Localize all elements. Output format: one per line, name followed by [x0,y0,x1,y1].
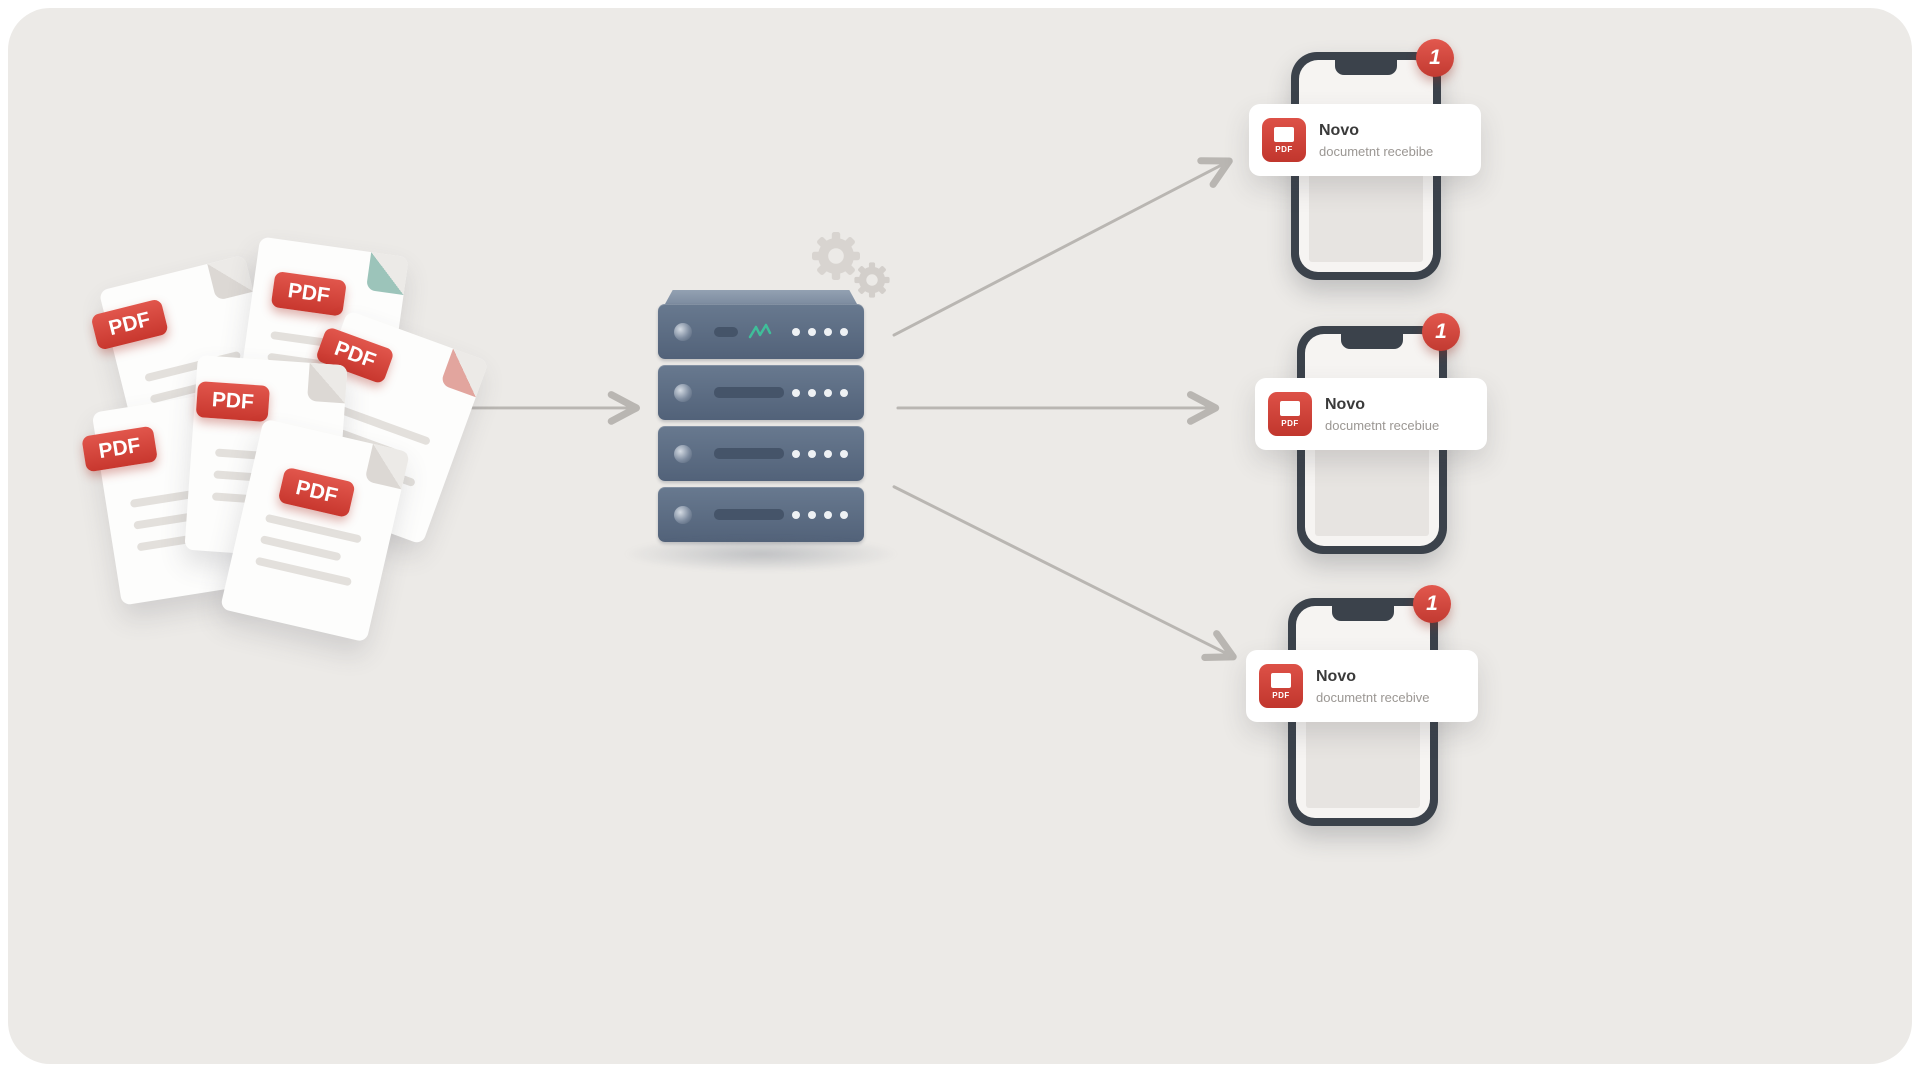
text-line [259,535,342,562]
notification-card: PDF Novo documetnt recebive [1246,650,1478,722]
pdf-file-icon: PDF [1268,392,1312,436]
screen-placeholder [1309,170,1423,262]
activity-icon [748,323,772,338]
phone-2: 1 PDF Novo documetnt recebiue [1255,313,1487,554]
server-shadow [622,536,900,572]
led-dots [792,449,848,458]
power-knob [674,383,692,402]
notification-count-badge: 1 [1422,313,1460,351]
phone-notch [1335,60,1397,75]
server-unit [658,365,864,420]
notification-card: PDF Novo documetnt recebibe [1249,104,1481,176]
server-unit [658,487,864,542]
gear-icon [812,232,860,280]
server-unit [658,426,864,481]
pdf-file-icon: PDF [1262,118,1306,162]
notification-title: Novo [1325,396,1365,414]
led-dots [792,510,848,519]
server-rack [622,290,900,572]
power-knob [674,505,692,524]
gear-icon [854,262,890,298]
page-fold [440,348,489,398]
page-fold [207,254,254,301]
notification-title: Novo [1319,122,1359,140]
power-knob [674,322,692,341]
notification-subtitle: documetnt recebibe [1319,143,1434,159]
notification-card: PDF Novo documetnt recebiue [1255,378,1487,450]
phone-notch [1341,334,1403,349]
drive-slot [714,387,784,398]
drive-slot [714,509,784,520]
pdf-badge: PDF [90,298,169,351]
pdf-badge: PDF [270,270,347,317]
notification-text: Novo documetnt recebive [1316,667,1429,704]
file-sheet [1271,672,1291,688]
notification-subtitle: documetnt recebive [1316,689,1430,705]
phone-1: 1 PDF Novo documetnt recebibe [1249,39,1481,280]
phone-notch [1332,606,1394,621]
notification-count-badge: 1 [1413,585,1451,623]
drive-slot [714,326,738,337]
file-sheet [1280,400,1300,416]
notification-text: Novo documetnt recebibe [1319,121,1433,158]
server-unit [658,304,864,359]
pdf-badge: PDF [277,466,356,519]
power-knob [674,444,692,463]
pdf-file-label: PDF [1275,144,1293,154]
phone-3: 1 PDF Novo documetnt recebive [1246,585,1478,826]
arrow-server-to-phone-1 [892,157,1233,337]
pdf-file-label: PDF [1272,690,1290,700]
notification-text: Novo documetnt recebiue [1325,395,1439,432]
diagram-canvas: PDF PDF PDF PDF PDF PDF [8,8,1912,1064]
led-dots [792,388,848,397]
page-fold [365,252,409,296]
page-fold [307,362,348,404]
notification-subtitle: documetnt recebiue [1325,417,1440,433]
pdf-badge: PDF [81,425,159,473]
notification-title: Novo [1316,668,1356,686]
notification-count-badge: 1 [1416,39,1454,77]
screen-placeholder [1306,716,1420,808]
drive-slot [714,448,784,459]
file-sheet [1274,126,1294,142]
pdf-file-icon: PDF [1259,664,1303,708]
screen-placeholder [1315,444,1429,536]
pdf-file-label: PDF [1281,418,1299,428]
led-dots [792,327,848,336]
text-line [254,556,353,587]
pdf-badge: PDF [195,381,270,423]
arrow-server-to-phone-3 [892,485,1237,662]
server-top-face [665,290,857,304]
